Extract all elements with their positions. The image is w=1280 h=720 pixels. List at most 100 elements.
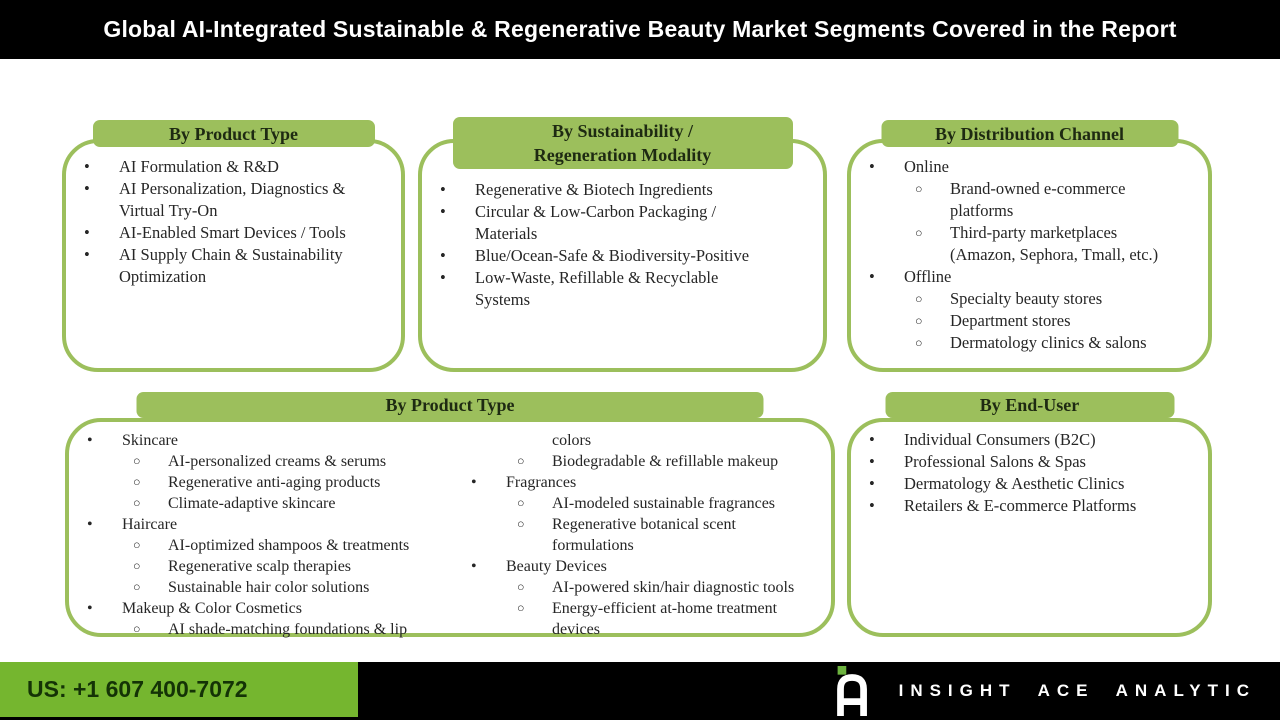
list-item: ○AI-optimized shampoos & treatments: [69, 535, 453, 556]
bullet-icon: •: [87, 516, 93, 533]
list-item-text: Specialty beauty stores: [950, 289, 1103, 308]
list-item: ○ Biodegradable & refillable makeup: [453, 451, 831, 472]
bullet-icon: •: [471, 474, 477, 491]
bullet-icon: •: [84, 157, 90, 176]
list-item-text: Individual Consumers (B2C): [904, 430, 1096, 449]
segment-list: • Individual Consumers (B2C) • Professional…: [851, 422, 1208, 517]
list-item-text: Regenerative botanical scent formulation…: [552, 516, 736, 554]
circle-bullet-icon: ○: [517, 496, 525, 510]
list-item-text: Dermatology & Aesthetic Clinics: [904, 474, 1125, 493]
list-item-text: AI Personalization, Diagnostics & Virtua…: [119, 179, 346, 220]
list-item: • Online: [851, 156, 1202, 178]
list-item-text: Biodegradable & refillable makeup: [552, 453, 779, 470]
list-item-text: Retailers & E-commerce Platforms: [904, 496, 1137, 515]
list-item: • AI Personalization, Diagnostics & Virtu…: [66, 178, 395, 222]
list-item: •Regenerative & Biotech Ingredients: [422, 179, 817, 201]
footer-bar: US: +1 607 400-7072 INSIGHT ACE ANALYTIC: [0, 662, 1280, 720]
segment-box-title: By Distribution Channel: [881, 120, 1178, 147]
segment-list: •Regenerative & Biotech Ingredients•Circ…: [422, 143, 823, 311]
segment-box-title: By Product Type: [136, 392, 764, 418]
circle-bullet-icon: ○: [133, 622, 141, 636]
circle-bullet-icon: ○: [517, 454, 525, 468]
list-item-text: AI-Enabled Smart Devices / Tools: [119, 223, 346, 242]
circle-bullet-icon: ○: [133, 454, 141, 468]
segment-box-distribution-channel: By Distribution Channel • Online ○ Brand-ow…: [847, 120, 1212, 372]
segment-box-sustainability-modality: By Sustainability / Regeneration Modalit…: [418, 117, 827, 372]
list-item: •Dermatology & Aesthetic Clinics: [851, 473, 1202, 495]
list-item-text: Regenerative anti-aging products: [168, 474, 381, 491]
segment-list-left: •Skincare ○ AI-personalized creams & serum…: [69, 430, 453, 640]
segment-box-product-type-top: By Product Type •AI Formulation & R&D•AI…: [62, 120, 405, 372]
list-item-text: Offline: [904, 267, 952, 286]
list-item: • Haircare: [69, 514, 453, 535]
bullet-icon: •: [869, 452, 875, 471]
list-item: • AI Formulation & R&D: [66, 156, 395, 178]
circle-bullet-icon: ○: [133, 580, 141, 594]
list-item-text: Low-Waste, Refillable & Recyclable Syste…: [475, 268, 719, 309]
bullet-icon: •: [869, 157, 875, 176]
list-item-text: Online: [904, 157, 949, 176]
list-item: ○Climate-adaptive skincare: [69, 493, 453, 514]
bullet-icon: •: [440, 268, 446, 287]
list-item-text: Sustainable hair color solutions: [168, 579, 370, 596]
list-item: •Blue/Ocean-Safe & Biodiversity-Positive: [422, 245, 817, 267]
list-item-text: colors: [552, 432, 592, 449]
list-item-text: AI-powered skin/hair diagnostic tools: [552, 579, 795, 596]
list-item: • Low-Waste, Refillable & Recyclable Syst…: [422, 267, 817, 311]
bullet-icon: •: [869, 430, 875, 449]
circle-bullet-icon: ○: [915, 314, 923, 328]
list-item-text: AI Formulation & R&D: [119, 157, 279, 176]
list-item: ○Regenerative botanical scent formulatio…: [453, 514, 831, 556]
list-item: ○Specialty beauty stores: [851, 288, 1202, 310]
circle-bullet-icon: ○: [517, 580, 525, 594]
list-item: ○Department stores: [851, 310, 1202, 332]
list-item-text: AI-modeled sustainable fragrances: [552, 495, 776, 512]
segment-box-product-type-bottom: By Product Type •Skincare ○ AI-personalize…: [65, 392, 835, 640]
bullet-icon: •: [84, 179, 90, 198]
list-item-text: Third-party marketplaces (Amazon, Sephor…: [950, 223, 1159, 264]
bullet-icon: •: [869, 267, 875, 286]
list-item: ○ Regenerative anti-aging products: [69, 472, 453, 493]
circle-bullet-icon: ○: [133, 475, 141, 489]
circle-bullet-icon: ○: [517, 601, 525, 615]
list-item-text: Energy-efficient at-home treatment devic…: [552, 600, 778, 638]
list-item-text: Professional Salons & Spas: [904, 452, 1086, 471]
bullet-icon: •: [87, 600, 93, 617]
list-item: • Offline: [851, 266, 1202, 288]
bullet-icon: •: [84, 223, 90, 242]
list-item: ○ Sustainable hair color solutions: [69, 577, 453, 598]
circle-bullet-icon: ○: [133, 559, 141, 573]
list-item: •AI Supply Chain & Sustainability Optimi…: [66, 244, 395, 288]
list-item: ○Third-party marketplaces (Amazon, Sepho…: [851, 222, 1202, 266]
list-item: ○AI shade-matching foundations & lip: [69, 619, 453, 640]
list-item: • Professional Salons & Spas: [851, 451, 1202, 473]
list-item-text: Circular & Low-Carbon Packaging / Materi…: [475, 202, 717, 243]
list-item: • Makeup & Color Cosmetics: [69, 598, 453, 619]
segment-box-title: By End-User: [885, 392, 1174, 418]
insightace-logo-icon: [836, 666, 867, 716]
brand-name: INSIGHT ACE ANALYTIC: [898, 681, 1256, 700]
list-item-text: Makeup & Color Cosmetics: [122, 600, 302, 617]
bullet-icon: •: [440, 180, 446, 199]
bullet-icon: •: [87, 432, 93, 449]
segment-list: • Online ○ Brand-owned e-commerce platforms…: [851, 143, 1208, 354]
list-item-text: Beauty Devices: [506, 558, 607, 575]
segment-box-title: By Product Type: [92, 120, 375, 147]
list-item-text: Haircare: [122, 516, 178, 533]
list-item: ○ Regenerative scalp therapies: [69, 556, 453, 577]
list-item: •Retailers & E-commerce Platforms: [851, 495, 1202, 517]
list-item: ○ AI-powered skin/hair diagnostic tools: [453, 577, 831, 598]
bullet-icon: •: [440, 202, 446, 221]
bullet-icon: •: [84, 245, 90, 264]
list-item-text: AI-personalized creams & serums: [168, 453, 387, 470]
list-item-text: Brand-owned e-commerce platforms: [950, 179, 1126, 220]
segment-box-title: By Sustainability / Regeneration Modalit…: [452, 117, 793, 169]
list-item: •Skincare: [69, 430, 453, 451]
list-item-text: Regenerative scalp therapies: [168, 558, 352, 575]
list-item: •Beauty Devices: [453, 556, 831, 577]
header-bar: Global AI-Integrated Sustainable & Regen…: [0, 0, 1280, 59]
brand-lockup: INSIGHT ACE ANALYTIC: [835, 662, 1256, 720]
list-item: • Circular & Low-Carbon Packaging / Mater…: [422, 201, 817, 245]
list-item-text: AI-optimized shampoos & treatments: [168, 537, 410, 554]
